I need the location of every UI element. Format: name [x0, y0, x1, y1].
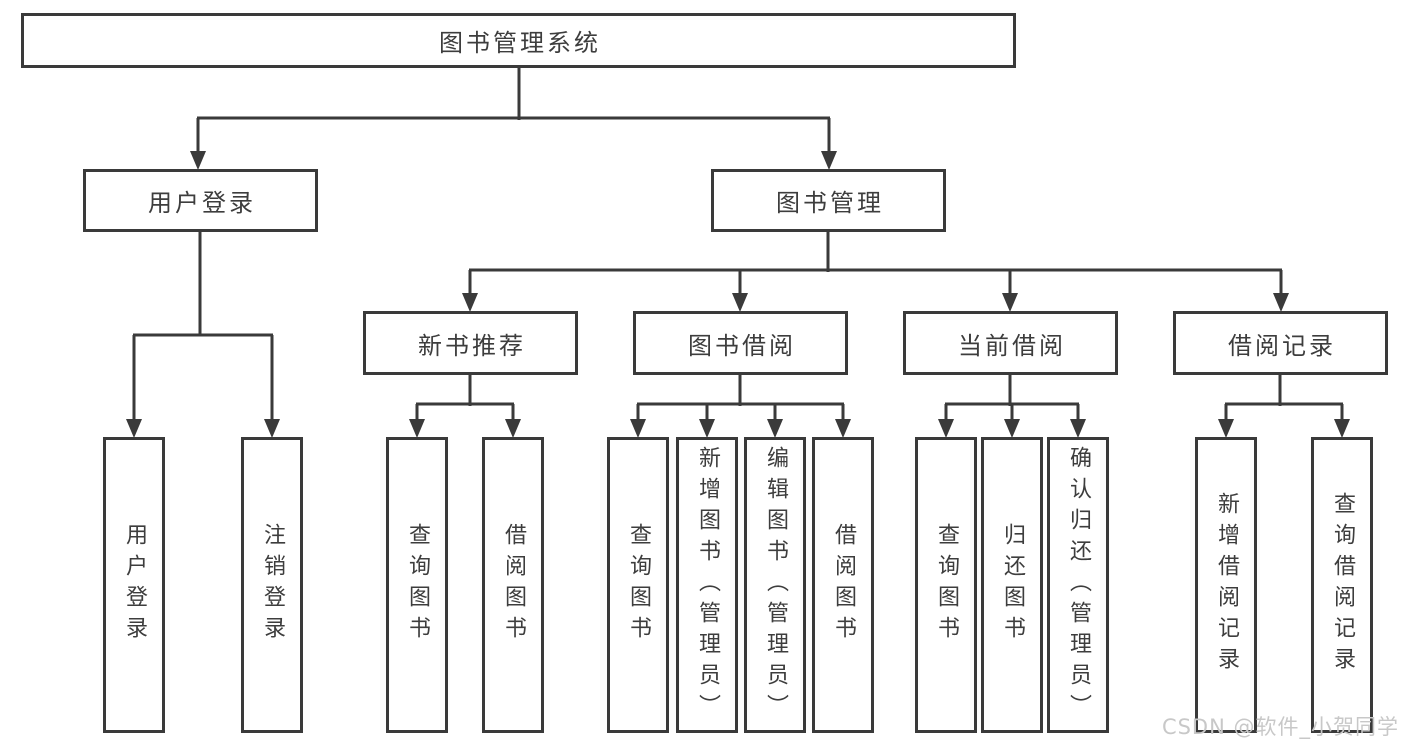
- node-user-login: 用户登录: [83, 169, 318, 232]
- leaf-bb-borrow-books-label: 借阅图书: [831, 523, 856, 647]
- leaf-br-query-record: 查询借阅记录: [1311, 437, 1373, 733]
- leaf-cb-query-books-label: 查询图书: [934, 523, 959, 647]
- leaf-bb-add-books-admin-label: 新增图书（管理员）: [695, 445, 720, 725]
- leaf-rec-query-books: 查询图书: [386, 437, 448, 733]
- leaf-br-query-record-label: 查询借阅记录: [1330, 492, 1355, 678]
- leaf-logout: 注销登录: [241, 437, 303, 733]
- leaf-bb-query-books-label: 查询图书: [626, 523, 651, 647]
- leaf-br-add-record-label: 新增借阅记录: [1214, 492, 1239, 678]
- node-book-borrowing-label: 图书借阅: [688, 331, 796, 360]
- node-book-management: 图书管理: [711, 169, 946, 232]
- node-root-label: 图书管理系统: [439, 29, 601, 57]
- leaf-rec-borrow-books: 借阅图书: [482, 437, 544, 733]
- leaf-cb-confirm-return-admin-label: 确认归还（管理员）: [1066, 445, 1091, 725]
- node-borrowing-records: 借阅记录: [1173, 311, 1388, 375]
- node-current-borrowing-label: 当前借阅: [958, 331, 1066, 360]
- leaf-bb-query-books: 查询图书: [607, 437, 669, 733]
- leaf-bb-edit-books-admin: 编辑图书（管理员）: [744, 437, 806, 733]
- leaf-rec-borrow-books-label: 借阅图书: [501, 523, 526, 647]
- leaf-bb-borrow-books: 借阅图书: [812, 437, 874, 733]
- csdn-watermark: CSDN @软件_小贺同学: [1161, 715, 1399, 739]
- node-current-borrowing: 当前借阅: [903, 311, 1118, 375]
- leaf-bb-add-books-admin: 新增图书（管理员）: [676, 437, 738, 733]
- leaf-bb-edit-books-admin-label: 编辑图书（管理员）: [763, 445, 788, 725]
- leaf-cb-query-books: 查询图书: [915, 437, 977, 733]
- node-borrowing-records-label: 借阅记录: [1228, 331, 1336, 360]
- arrowheads: [126, 151, 1350, 438]
- leaf-cb-return-books-label: 归还图书: [1000, 523, 1025, 647]
- node-user-login-label: 用户登录: [148, 189, 256, 217]
- leaf-cb-confirm-return-admin: 确认归还（管理员）: [1047, 437, 1109, 733]
- node-new-book-recommend: 新书推荐: [363, 311, 578, 375]
- leaf-logout-label: 注销登录: [260, 523, 285, 647]
- leaf-cb-return-books: 归还图书: [981, 437, 1043, 733]
- leaf-rec-query-books-label: 查询图书: [405, 523, 430, 647]
- node-root: 图书管理系统: [21, 13, 1016, 68]
- leaf-user-login: 用户登录: [103, 437, 165, 733]
- node-book-borrowing: 图书借阅: [633, 311, 848, 375]
- leaf-br-add-record: 新增借阅记录: [1195, 437, 1257, 733]
- leaf-user-login-label: 用户登录: [122, 523, 147, 647]
- node-new-book-recommend-label: 新书推荐: [418, 331, 526, 360]
- node-book-management-label: 图书管理: [776, 189, 884, 217]
